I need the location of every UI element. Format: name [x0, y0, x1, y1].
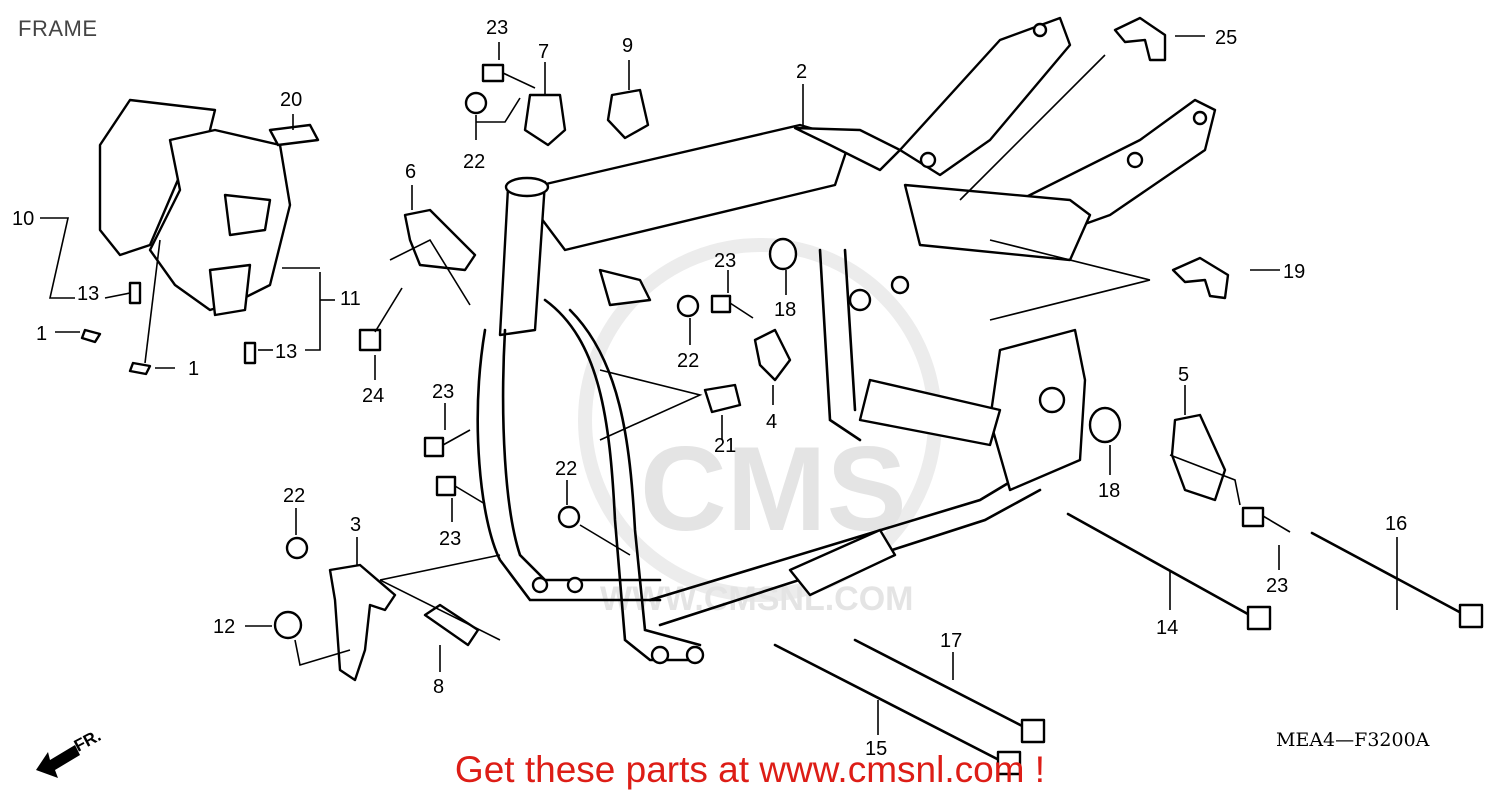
callout-label: 15 [865, 738, 887, 760]
callout-label: 23 [714, 250, 736, 272]
callout-label: 6 [405, 161, 416, 183]
callout-label: 19 [1283, 261, 1305, 283]
main-frame-part [476, 16, 1217, 665]
long-bolt-icon [853, 638, 1046, 744]
nut-icon [557, 505, 581, 529]
callout-label: 10 [12, 208, 34, 230]
callout-label: 22 [463, 151, 485, 173]
promo-link[interactable]: Get these parts at www.cmsnl.com ! [454, 749, 1046, 790]
bolt-icon [481, 63, 536, 89]
callout-label: 9 [622, 35, 633, 57]
callout-label: 1 [36, 323, 47, 345]
callout-label: 16 [1385, 513, 1407, 535]
callout-labels: 23 7 9 2 25 20 22 6 10 13 11 1 13 1 24 2… [12, 17, 1407, 760]
callout-label: 11 [340, 288, 361, 310]
callout-label: 21 [714, 435, 736, 457]
hardware-parts [273, 16, 1484, 776]
callout-label: 2 [796, 61, 807, 83]
nut-icon [676, 294, 700, 318]
callout-label: 4 [766, 411, 777, 433]
callout-label: 23 [439, 528, 461, 550]
nut-icon [285, 536, 309, 560]
watermark-logo-text: CMS [640, 422, 907, 556]
callout-label: 25 [1215, 27, 1237, 49]
callout-label: 1 [188, 358, 199, 380]
callout-label: 22 [677, 350, 699, 372]
callout-label: 18 [774, 299, 796, 321]
callout-label: 18 [1098, 480, 1120, 502]
callout-label: 7 [538, 41, 549, 63]
callout-label: 23 [1266, 575, 1288, 597]
callout-label: 23 [432, 381, 454, 403]
diagram-title: FRAME [18, 16, 98, 41]
callout-label: 17 [940, 630, 962, 652]
long-bolt-icon [1066, 512, 1272, 631]
callout-label: 13 [77, 283, 99, 305]
callout-label: 22 [555, 458, 577, 480]
diagram-code: MEA4—F3200A [1276, 729, 1430, 751]
leader-lines [40, 35, 1398, 735]
callout-label: 12 [213, 616, 235, 638]
callout-label: 24 [362, 385, 384, 407]
callout-label: 20 [280, 89, 302, 111]
long-bolt-icon [1310, 531, 1484, 629]
nut-icon [464, 91, 488, 115]
bolt-icon [1241, 506, 1291, 533]
watermark: CMS WWW.CMSNL.COM [578, 238, 942, 618]
callout-label: 3 [350, 514, 361, 536]
callout-label: 14 [1156, 617, 1178, 639]
callout-label: 5 [1178, 364, 1189, 386]
bolt-icon [358, 287, 403, 352]
bolt-icon [435, 475, 486, 505]
callout-label: 23 [486, 17, 508, 39]
bolt-icon [423, 429, 471, 458]
callout-label: 8 [433, 676, 444, 698]
bolt-icon [710, 294, 754, 319]
callout-label: 13 [275, 341, 297, 363]
side-cover-parts [80, 98, 320, 376]
callout-label: 22 [283, 485, 305, 507]
long-bolt-icon [773, 643, 1022, 776]
